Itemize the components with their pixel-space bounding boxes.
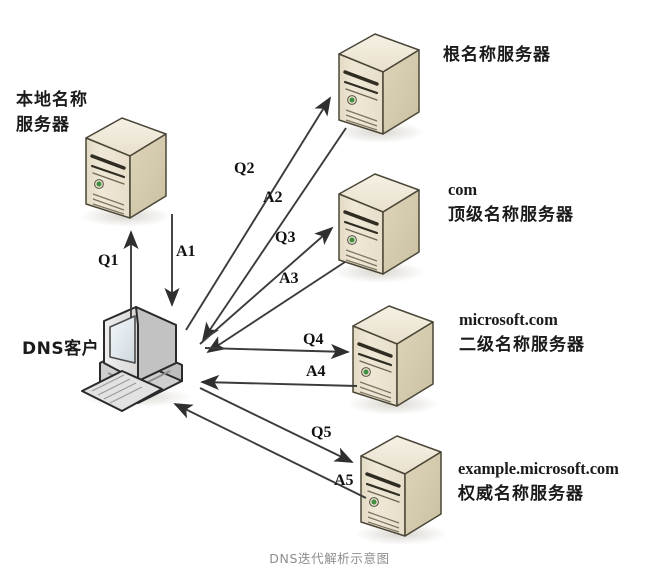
label-a2: A2 <box>263 189 283 206</box>
arrow-q2 <box>185 96 332 331</box>
arrow-q4 <box>204 343 350 360</box>
node-tld-name-server <box>331 172 427 285</box>
diagram-caption: DNS迭代解析示意图 <box>269 551 390 566</box>
arrow-a2 <box>201 127 347 342</box>
label-q3: Q3 <box>275 229 296 246</box>
arrow-a5 <box>173 403 367 499</box>
node-second-level-name-server <box>345 304 441 417</box>
arrow-q3 <box>199 226 334 345</box>
label-a4: A4 <box>306 363 326 380</box>
label-tld-name-server: com 顶级名称服务器 <box>448 180 574 225</box>
node-authoritative-name-server <box>353 434 449 547</box>
label-q2: Q2 <box>234 160 255 177</box>
label-a1: A1 <box>176 243 196 260</box>
node-dns-client <box>79 306 193 412</box>
label-a3: A3 <box>279 270 299 287</box>
node-local-name-server <box>78 116 174 229</box>
node-root-name-server <box>331 32 427 145</box>
label-a5: A5 <box>334 472 354 489</box>
arrow-q5 <box>199 387 354 463</box>
label-q4: Q4 <box>303 331 324 348</box>
label-authoritative-name-server: example.microsoft.com 权威名称服务器 <box>458 459 619 504</box>
arrow-a3 <box>206 261 346 354</box>
label-q1: Q1 <box>98 252 119 269</box>
message-arrows <box>123 96 367 499</box>
label-local-name-server: 本地名称 服务器 <box>16 90 88 135</box>
label-q5: Q5 <box>311 424 332 441</box>
label-dns-client: DNS客户 <box>22 339 100 359</box>
label-root-name-server: 根名称服务器 <box>443 45 551 65</box>
label-second-level-name-server: microsoft.com 二级名称服务器 <box>459 310 585 355</box>
arrow-a4 <box>200 374 358 391</box>
